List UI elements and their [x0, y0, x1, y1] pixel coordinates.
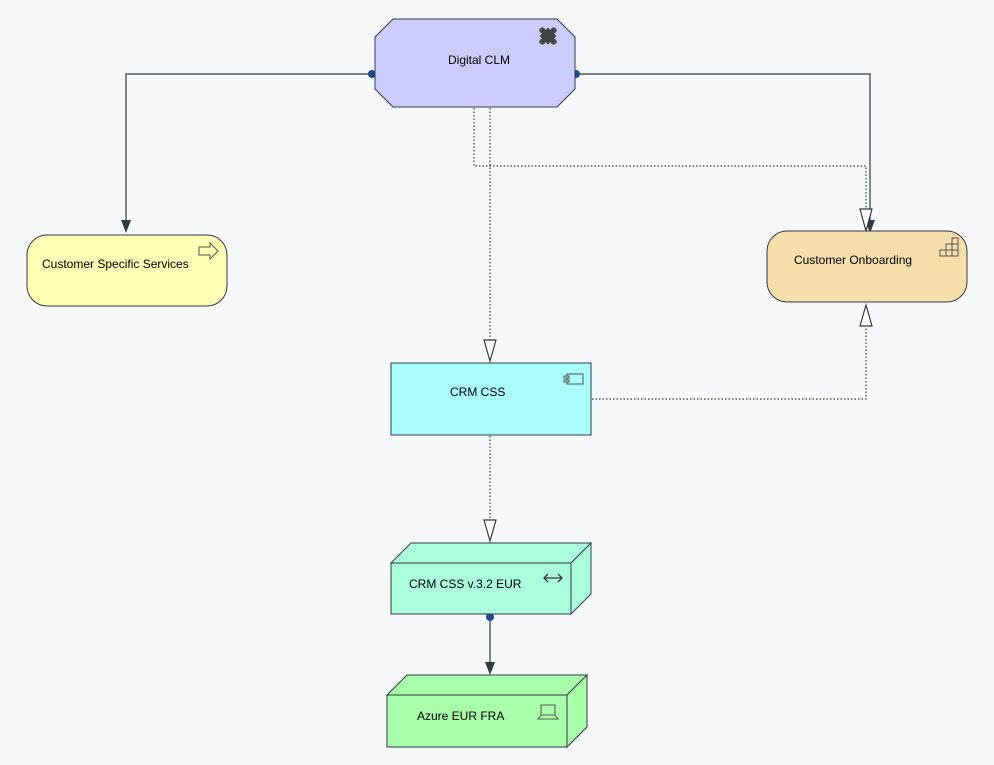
node-digital-clm-label: Digital CLM — [448, 53, 510, 67]
edge-digital-clm-to-customer-onboarding-assignment[interactable] — [572, 70, 875, 233]
node-crm-css-label: CRM CSS — [450, 385, 505, 399]
node-customer-onboarding-label: Customer Onboarding — [794, 253, 912, 267]
relationships — [121, 70, 875, 675]
node-crm-css-v32-eur[interactable]: CRM CSS v.3.2 EUR — [389, 541, 593, 616]
node-azure-eur-fra[interactable]: Azure EUR FRA — [385, 673, 589, 749]
node-customer-onboarding[interactable]: Customer Onboarding — [766, 230, 968, 303]
grid-icon — [939, 237, 959, 257]
edge-crm-css-v32-eur-to-azure-eur-fra[interactable] — [485, 613, 495, 675]
node-crm-css-v32-eur-label: CRM CSS v.3.2 EUR — [409, 577, 522, 591]
edge-crm-css-to-crm-css-v32-eur[interactable] — [483, 436, 497, 544]
node-digital-clm[interactable]: Digital CLM — [374, 18, 576, 108]
edge-digital-clm-to-crm-css[interactable] — [483, 108, 497, 364]
node-azure-eur-fra-label: Azure EUR FRA — [417, 709, 504, 723]
arrow-right-icon — [198, 241, 219, 261]
laptop-icon — [537, 704, 559, 720]
node-customer-specific-services[interactable]: Customer Specific Services — [26, 234, 228, 307]
component-icon — [563, 373, 584, 385]
node-customer-specific-services-label: Customer Specific Services — [42, 257, 189, 271]
edge-crm-css-to-customer-onboarding[interactable] — [592, 302, 873, 400]
node-crm-css[interactable]: CRM CSS — [390, 362, 592, 436]
puzzle-icon — [539, 27, 557, 45]
edge-digital-clm-to-customer-onboarding-realization[interactable] — [473, 108, 873, 234]
edge-digital-clm-to-customer-specific-services[interactable] — [121, 70, 376, 233]
double-arrow-icon — [543, 573, 563, 583]
